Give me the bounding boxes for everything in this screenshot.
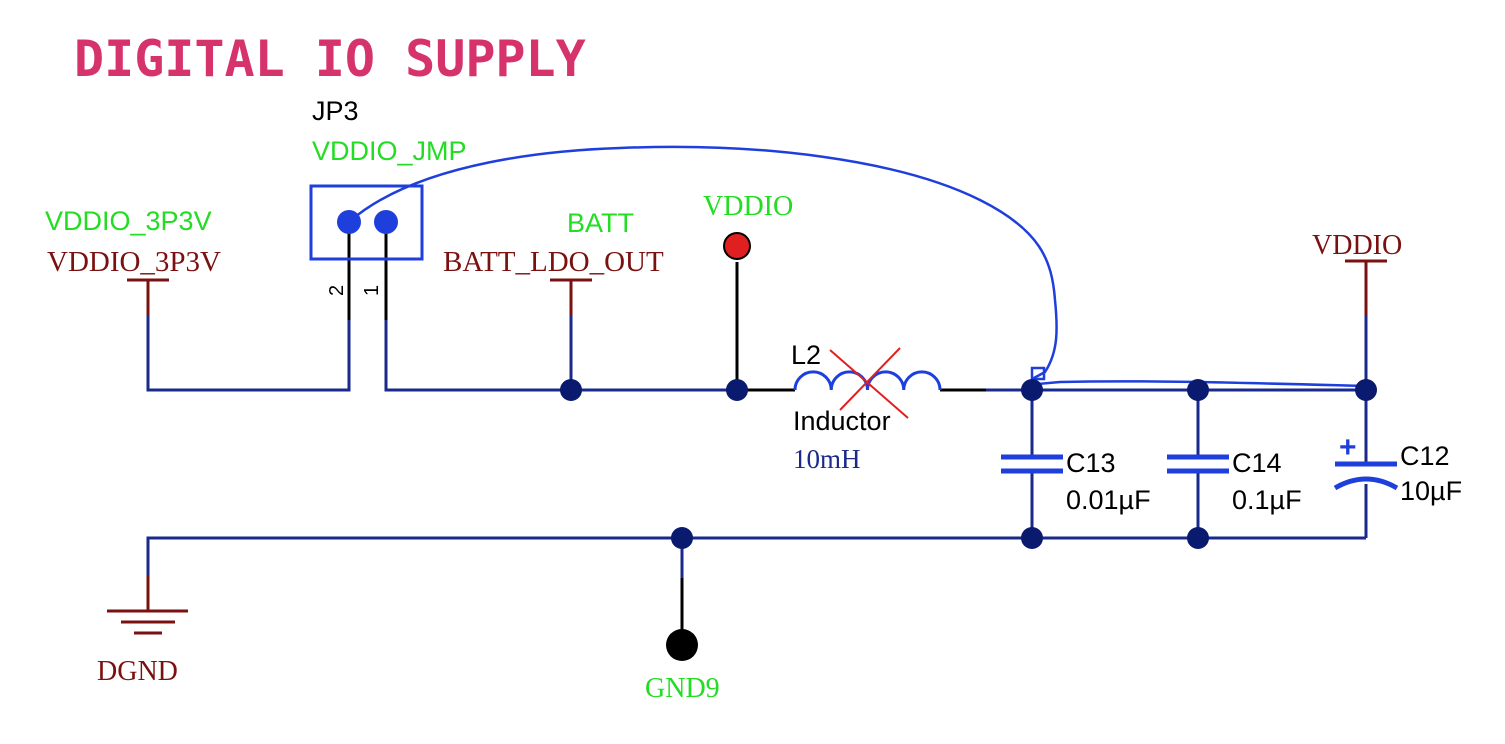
gnd9-label: GND9 — [645, 673, 720, 704]
vddio3p3v-port-label: VDDIO_3P3V — [47, 246, 221, 278]
wire-jp3pin1-rail — [384, 320, 795, 392]
c12-polarity-mark: + — [1339, 431, 1357, 464]
batt-net-label: BATT — [567, 208, 634, 238]
power-ports — [107, 259, 1387, 635]
junction-gnd9 — [671, 527, 693, 549]
l2-cross-line-1 — [829, 349, 909, 419]
vddio-port-label: VDDIO — [1312, 230, 1402, 261]
c14-designator: C14 — [1232, 448, 1282, 478]
hand-drawn-wire — [348, 145, 1367, 388]
l2-value: 10mH — [793, 444, 861, 474]
junction-c14-bottom — [1187, 527, 1209, 549]
dgnd-label: DGND — [97, 656, 178, 687]
batt-ldo-port-label: BATT_LDO_OUT — [443, 246, 664, 278]
gnd9-test-point — [666, 629, 698, 661]
l2-cross-line-2 — [839, 347, 901, 411]
c13-designator: C13 — [1066, 448, 1116, 478]
sheet-title: DIGITAL IO SUPPLY — [74, 30, 586, 88]
capacitor-c12 — [1333, 461, 1399, 491]
vddio-probe-dot — [723, 232, 751, 260]
junction-c13-top — [1021, 379, 1043, 401]
c14-value: 0.1µF — [1232, 485, 1302, 515]
c12-plate-bottom-curved — [1333, 476, 1399, 491]
jp3-body — [309, 184, 424, 261]
vddio-probe-label: VDDIO — [703, 191, 793, 222]
jp3-pin2-number: 2 — [326, 285, 348, 296]
wire-ground-rail — [146, 536, 1366, 575]
capacitor-c14 — [1167, 454, 1229, 474]
l2-designator: L2 — [791, 340, 821, 370]
c12-value: 10µF — [1400, 476, 1462, 506]
inductor-l2 — [793, 347, 942, 419]
hand-drawn-mark — [1030, 366, 1046, 381]
junction-c12-top — [1355, 379, 1377, 401]
wire-vddio3p3v-jp3pin2 — [146, 316, 351, 392]
junction-c13-bottom — [1021, 527, 1043, 549]
capacitor-c13 — [1001, 454, 1063, 474]
vddio3p3v-net-label: VDDIO_3P3V — [45, 206, 212, 236]
junction-c14-top — [1187, 379, 1209, 401]
jumper-jp3 — [309, 184, 424, 261]
junctions — [560, 379, 1377, 549]
wires — [146, 316, 1368, 578]
junction-vddio-probe — [726, 379, 748, 401]
junction-batt — [560, 379, 582, 401]
l2-coils — [793, 370, 942, 391]
c13-value: 0.01µF — [1066, 485, 1151, 515]
jp3-designator: JP3 — [312, 96, 359, 126]
jp3-pin1-number: 1 — [361, 285, 383, 296]
l2-comment: Inductor — [793, 406, 891, 436]
jp3-net-label: VDDIO_JMP — [312, 136, 467, 166]
c12-designator: C12 — [1400, 441, 1450, 471]
jp3-pin1-pad — [374, 210, 398, 234]
